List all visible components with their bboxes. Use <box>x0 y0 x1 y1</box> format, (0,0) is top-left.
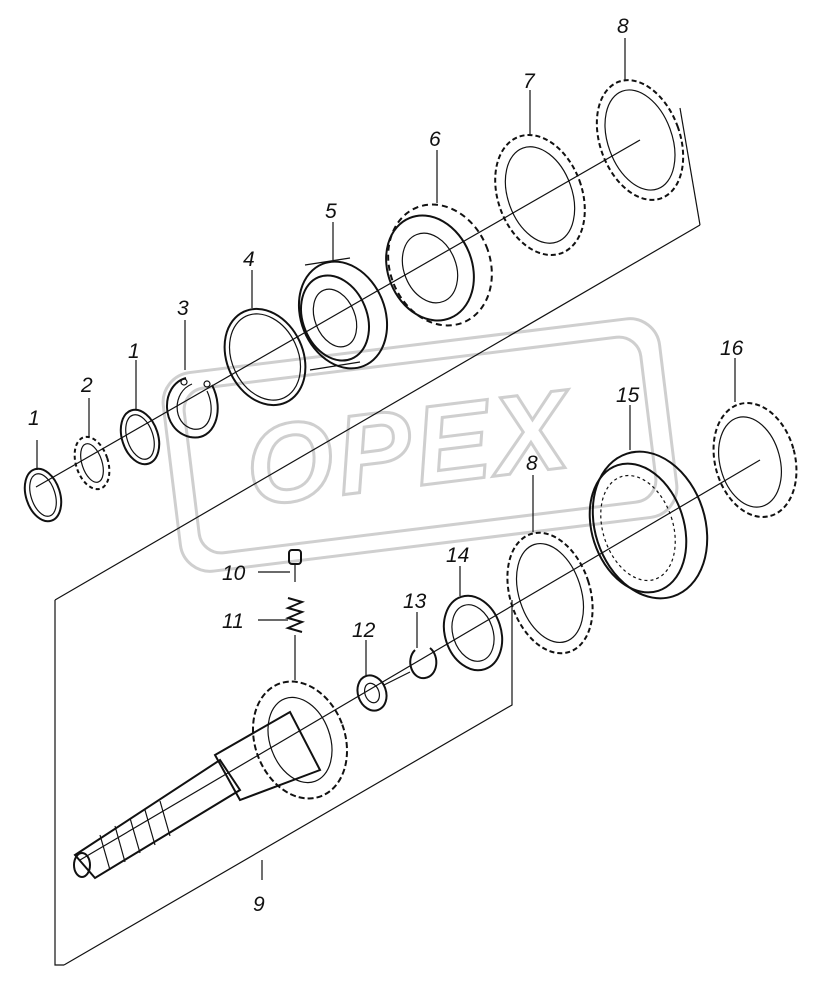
label-8-upper: 8 <box>617 15 629 38</box>
label-2: 2 <box>80 374 93 397</box>
watermark-text: OPEX <box>239 366 581 530</box>
label-13: 13 <box>403 590 427 613</box>
label-14: 14 <box>446 544 469 567</box>
part-6-gear <box>385 203 493 327</box>
label-6: 6 <box>429 128 441 151</box>
part-14-washer <box>442 594 504 672</box>
part-8-ring-upper <box>595 79 685 201</box>
callout-labels: 1 2 1 3 4 5 6 7 8 9 10 11 12 13 14 8 15 … <box>28 15 744 916</box>
part-15-sliding-sleeve <box>588 450 709 600</box>
part-1-retaining-ring-a <box>23 467 63 523</box>
part-10-pin <box>288 549 302 582</box>
label-16: 16 <box>720 337 744 360</box>
label-9: 9 <box>253 893 265 916</box>
part-9-shaft <box>73 680 349 880</box>
label-1-first: 1 <box>28 407 40 430</box>
label-1-second: 1 <box>128 340 140 363</box>
label-8-lower: 8 <box>526 452 538 475</box>
part-7-synchro-ring <box>494 133 586 257</box>
label-12: 12 <box>352 619 376 642</box>
part-2-toothed-washer <box>73 435 111 491</box>
part-8-ring-lower <box>506 531 594 655</box>
label-4: 4 <box>243 248 255 271</box>
upper-frame <box>35 107 701 966</box>
leader-lines <box>36 38 736 880</box>
label-10: 10 <box>222 562 246 585</box>
part-5-bearing <box>297 257 389 371</box>
label-7: 7 <box>523 70 536 93</box>
lower-frame <box>63 459 761 966</box>
part-13-snap-ring <box>409 647 438 680</box>
label-15: 15 <box>616 384 640 407</box>
label-3: 3 <box>177 297 189 320</box>
part-3-circlip <box>166 377 219 439</box>
watermark: OPEX <box>161 317 679 573</box>
part-4-thin-ring <box>223 307 307 407</box>
part-11-spring <box>285 597 305 680</box>
part-16-synchro-ring <box>712 402 798 518</box>
part-12-plunger <box>356 671 411 712</box>
part-1-retaining-ring-b <box>119 408 161 466</box>
label-5: 5 <box>325 200 337 223</box>
label-11: 11 <box>222 610 244 633</box>
